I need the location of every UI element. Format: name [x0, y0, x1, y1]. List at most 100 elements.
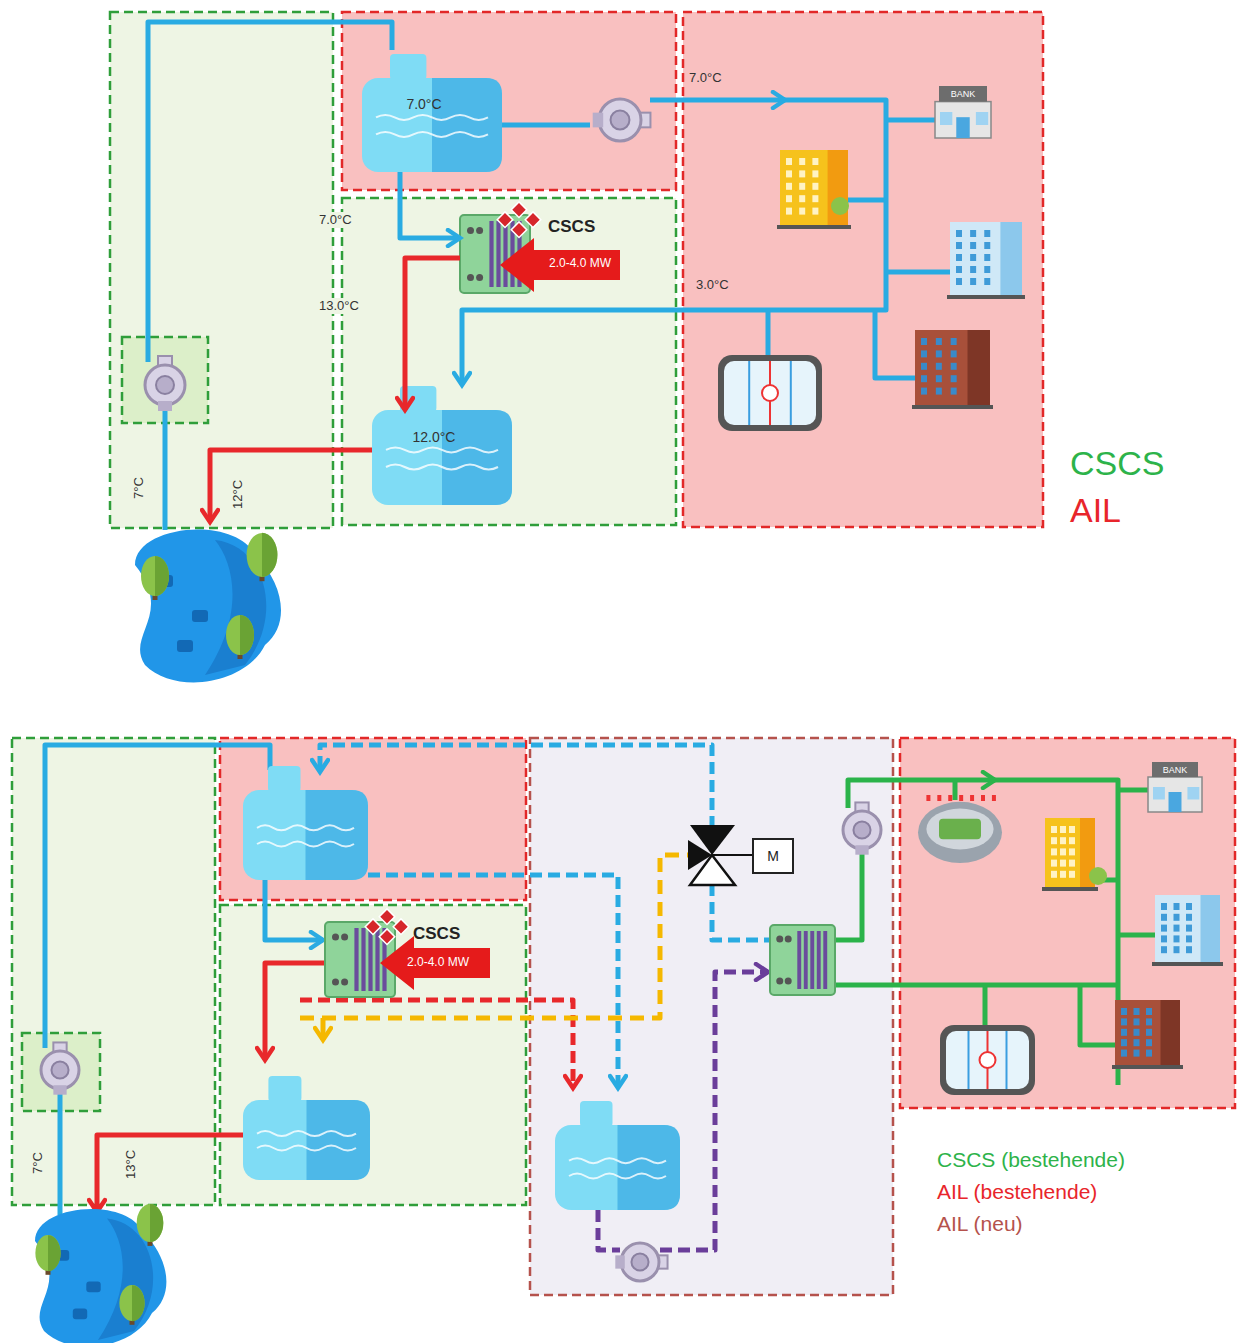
power-label: 2.0-4.0 MW: [548, 256, 612, 270]
pipe: [265, 963, 325, 1060]
pipe: [58, 1090, 63, 1215]
pipe: [320, 745, 712, 828]
window: [1161, 946, 1167, 953]
pipe: [835, 983, 1118, 988]
pump-foot: [158, 401, 172, 411]
region: [342, 198, 676, 525]
valve-stem: [712, 854, 752, 856]
window: [1121, 1018, 1127, 1025]
server-chip: [511, 202, 527, 218]
window: [956, 266, 962, 273]
exchanger-plate: [489, 221, 493, 287]
pump-impeller: [631, 1253, 648, 1270]
heat-input-arrow: [380, 936, 490, 990]
window: [921, 338, 927, 345]
pump-symbol: [615, 1243, 667, 1281]
window: [951, 338, 957, 345]
window: [976, 112, 988, 125]
ground: [947, 295, 1025, 299]
window: [1186, 946, 1192, 953]
flow-connector: [400, 172, 460, 238]
window: [956, 254, 962, 261]
pipe: [712, 884, 770, 940]
window: [786, 183, 792, 190]
lake-wave: [73, 1309, 87, 1320]
window: [1174, 925, 1180, 932]
window: [1146, 1050, 1152, 1057]
window: [970, 254, 976, 261]
flag: [937, 795, 941, 801]
server-chip: [525, 212, 541, 228]
temperature-label: 7.0°C: [688, 70, 723, 86]
window: [799, 170, 805, 177]
tank-body: [555, 1125, 680, 1210]
pump-casing: [41, 1051, 79, 1089]
window: [1174, 914, 1180, 921]
building-shade: [828, 150, 848, 228]
water-wave: [569, 1158, 666, 1163]
stadium: [918, 802, 1002, 863]
window: [1134, 1008, 1140, 1015]
window: [951, 375, 957, 382]
window: [1069, 848, 1075, 855]
tank-shade: [618, 1125, 681, 1210]
window: [1161, 935, 1167, 942]
pipe: [163, 405, 168, 530]
water-wave: [386, 465, 498, 470]
pipe: [875, 310, 915, 378]
water-wave: [569, 1174, 666, 1179]
window: [786, 170, 792, 177]
port: [785, 936, 792, 943]
valve-body: [688, 840, 712, 870]
legend-entry: CSCS: [1070, 445, 1164, 482]
heat-exchanger-node: CSCS: [325, 922, 395, 997]
exchanger-plate: [810, 931, 814, 989]
heat-input-arrow: [500, 238, 620, 292]
port: [776, 978, 783, 985]
tank-body: [243, 790, 368, 880]
window: [799, 183, 805, 190]
window: [1186, 903, 1192, 910]
tree-crown: [831, 197, 849, 215]
exchanger-plate: [797, 931, 801, 989]
pipe: [983, 985, 988, 1025]
lake-wave: [177, 640, 193, 652]
window: [786, 208, 792, 215]
pipe: [97, 1135, 243, 1212]
exchanger-plate: [354, 928, 358, 991]
window: [970, 266, 976, 273]
ground: [1042, 887, 1098, 891]
building: [1155, 895, 1220, 965]
window: [1051, 860, 1057, 867]
bank-sign: [1152, 762, 1198, 777]
pump-impeller: [156, 376, 174, 394]
exchanger-plate: [361, 928, 365, 991]
window: [1060, 860, 1066, 867]
port: [476, 227, 483, 234]
window: [1146, 1039, 1152, 1046]
pipe: [835, 852, 862, 940]
pump-foot: [615, 1255, 625, 1268]
window: [1174, 946, 1180, 953]
bank-icon: BANK: [1148, 762, 1202, 812]
temperature-label: 3.0°C: [695, 277, 730, 293]
window: [951, 350, 957, 357]
port: [341, 979, 348, 986]
server-chip: [365, 919, 381, 935]
pump-casing: [843, 811, 881, 849]
building: [780, 150, 848, 228]
window: [1187, 787, 1199, 800]
tree-crown: [1089, 867, 1107, 885]
motor-box: M: [752, 838, 794, 874]
exchanger-plate: [817, 931, 821, 989]
ice-rink: [718, 355, 822, 431]
water-wave: [257, 1131, 356, 1136]
bank-door: [1169, 792, 1182, 812]
pipe: [1118, 933, 1155, 938]
component-name: CSCS: [548, 217, 595, 237]
pump-casing: [145, 365, 185, 405]
water-wave: [386, 447, 498, 452]
rink-circle: [762, 385, 778, 401]
